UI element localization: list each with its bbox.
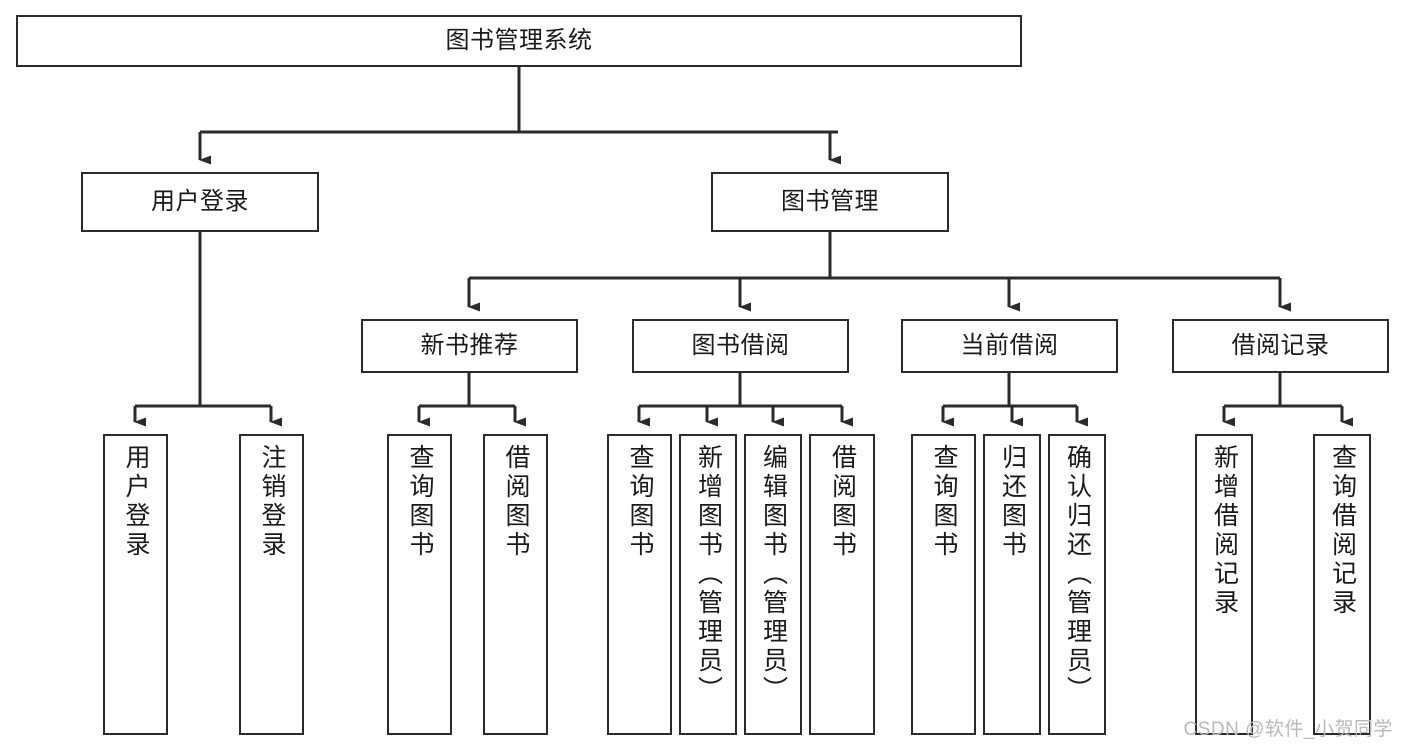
node-leaf-confirm-return[interactable]: 确认归还（管理员） [1048,434,1106,735]
node-leaf-query-book-3[interactable]: 查询图书 [911,434,976,735]
node-root-label: 图书管理系统 [445,27,593,55]
node-book-borrow[interactable]: 图书借阅 [632,319,849,373]
node-leaf-user-logout-label: 注销登录 [258,444,286,560]
node-current-borrow[interactable]: 当前借阅 [901,319,1118,373]
node-root[interactable]: 图书管理系统 [16,15,1022,67]
node-leaf-user-logout[interactable]: 注销登录 [239,434,304,735]
node-leaf-query-book-2-label: 查询图书 [626,444,654,560]
node-leaf-edit-book-label: 编辑图书（管理员） [759,444,788,705]
node-new-book-recommend[interactable]: 新书推荐 [361,319,578,373]
csdn-watermark: CSDN @软件_小贺同学 [1183,719,1393,740]
node-leaf-borrow-book-1-label: 借阅图书 [502,444,530,560]
node-current-borrow-label: 当前借阅 [960,332,1059,360]
node-leaf-query-borrow-record[interactable]: 查询借阅记录 [1313,434,1371,735]
node-leaf-borrow-book-1[interactable]: 借阅图书 [483,434,548,735]
node-leaf-confirm-return-label: 确认归还（管理员） [1063,444,1092,705]
node-new-book-recommend-label: 新书推荐 [420,332,519,360]
node-leaf-query-borrow-record-label: 查询借阅记录 [1328,444,1357,618]
node-borrow-record-label: 借阅记录 [1231,332,1330,360]
node-leaf-query-book-1[interactable]: 查询图书 [387,434,452,735]
node-leaf-borrow-book-2-label: 借阅图书 [828,444,857,560]
node-book-borrow-label: 图书借阅 [691,332,790,360]
node-leaf-return-book[interactable]: 归还图书 [983,434,1041,735]
node-leaf-edit-book[interactable]: 编辑图书（管理员） [744,434,802,735]
node-leaf-add-book-label: 新增图书（管理员） [694,444,723,705]
connector-lines [133,67,1353,427]
node-book-manage-label: 图书管理 [781,188,879,216]
node-borrow-record[interactable]: 借阅记录 [1172,319,1389,373]
node-leaf-user-login[interactable]: 用户登录 [103,434,168,735]
node-leaf-add-borrow-record[interactable]: 新增借阅记录 [1195,434,1253,735]
node-leaf-query-book-1-label: 查询图书 [406,444,434,560]
node-leaf-query-book-2[interactable]: 查询图书 [607,434,672,735]
node-leaf-add-book[interactable]: 新增图书（管理员） [679,434,737,735]
node-leaf-borrow-book-2[interactable]: 借阅图书 [809,434,875,735]
node-book-manage[interactable]: 图书管理 [711,172,949,232]
node-leaf-user-login-label: 用户登录 [122,444,150,560]
node-user-login-label: 用户登录 [151,188,249,216]
node-leaf-add-borrow-record-label: 新增借阅记录 [1210,444,1239,618]
node-leaf-return-book-label: 归还图书 [998,444,1027,560]
node-leaf-query-book-3-label: 查询图书 [930,444,958,560]
node-user-login[interactable]: 用户登录 [81,172,319,232]
